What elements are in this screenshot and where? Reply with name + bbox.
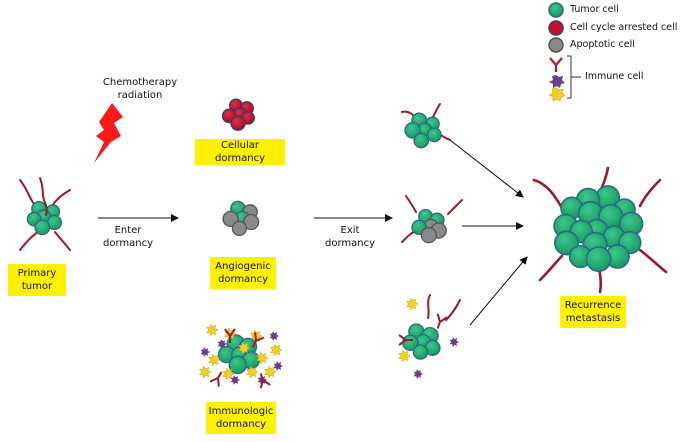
exit-dormancy-label: Exit dormancy bbox=[322, 224, 378, 250]
recurrence-line2: metastasis bbox=[565, 313, 621, 324]
bottom-vessel bbox=[445, 299, 461, 321]
legend-immune-cell-label: Immune cell bbox=[585, 71, 644, 82]
tumor-cell bbox=[34, 219, 51, 236]
tumor-cell bbox=[404, 121, 422, 139]
legend-tumor-cell-label: Tumor cell bbox=[570, 4, 619, 15]
tumor-cell-legend-icon bbox=[548, 2, 564, 18]
angiogenic-dormancy-line1: Angiogenic bbox=[215, 261, 271, 272]
angiogenic-dormancy-cluster bbox=[222, 200, 260, 237]
purple-immune-cell-legend-icon bbox=[549, 75, 565, 88]
immune-legend-bracket bbox=[567, 55, 581, 99]
treatment-label-line2: radiation bbox=[117, 90, 163, 101]
angiogenic-dormancy-line2: dormancy bbox=[217, 274, 269, 285]
apoptotic-cell bbox=[242, 213, 260, 231]
antibody bbox=[398, 334, 413, 346]
antibody bbox=[251, 332, 265, 348]
tumor-cell bbox=[413, 132, 430, 149]
legend bbox=[548, 2, 581, 102]
purple-immune-cell bbox=[273, 361, 283, 371]
enter-dormancy-line2: dormancy bbox=[102, 238, 154, 249]
bottom-vessel bbox=[427, 294, 431, 319]
purple-immune-cell bbox=[449, 337, 459, 347]
primary-vessel bbox=[43, 199, 48, 216]
primary-vessel bbox=[39, 177, 45, 201]
recurrence-line1: Recurrence bbox=[564, 300, 622, 311]
exit-middle-cluster bbox=[411, 208, 447, 244]
large-vessel bbox=[538, 254, 564, 282]
purple-immune-cell bbox=[269, 331, 279, 341]
top-to-metastasis-arrow bbox=[449, 139, 524, 198]
yellow-immune-cell bbox=[238, 341, 251, 355]
tumor-cell bbox=[426, 127, 442, 143]
exit-dormancy-line1: Exit bbox=[340, 225, 360, 236]
tumor-cell bbox=[228, 355, 248, 375]
cellular-dormancy-cluster bbox=[221, 98, 255, 131]
immunologic-dormancy-box: Immunologic dormancy bbox=[206, 402, 276, 434]
yellow-immune-cell bbox=[264, 365, 277, 379]
yellow-immune-cell bbox=[222, 367, 235, 381]
yellow-immune-cell bbox=[206, 323, 219, 337]
immunologic-dormancy-line1: Immunologic bbox=[208, 406, 274, 417]
tumor-cell bbox=[585, 246, 612, 273]
middle-vessel bbox=[447, 199, 463, 215]
large-vessel bbox=[638, 178, 662, 208]
cellular-dormancy-label: Cellular dormancy bbox=[214, 140, 266, 164]
primary-vessel bbox=[51, 189, 71, 207]
large-vessel bbox=[638, 248, 668, 274]
primary-vessel bbox=[19, 231, 39, 251]
exit-top-cluster bbox=[404, 112, 442, 149]
exit-dormancy-line2: dormancy bbox=[324, 238, 376, 249]
yellow-immune-cell bbox=[208, 353, 221, 367]
purple-immune-cell bbox=[413, 369, 423, 379]
antibody bbox=[209, 371, 223, 387]
treatment-label: Chemotherapy radiation bbox=[100, 76, 180, 102]
enter-dormancy-label: Enter dormancy bbox=[100, 224, 156, 250]
yellow-immune-cell bbox=[406, 297, 419, 311]
yellow-immune-cell bbox=[246, 365, 259, 379]
legend-apoptotic-cell-label: Apoptotic cell bbox=[570, 39, 635, 50]
antibody-legend-icon bbox=[549, 57, 563, 72]
apoptotic-cell bbox=[231, 220, 248, 237]
yellow-immune-cell bbox=[256, 351, 269, 365]
yellow-immune-cell-legend-icon bbox=[548, 87, 566, 102]
enter-dormancy-line1: Enter bbox=[114, 225, 142, 236]
purple-immune-cell bbox=[217, 339, 227, 349]
treatment-label-line1: Chemotherapy bbox=[102, 77, 178, 88]
primary-tumor-box: Primary tumor bbox=[8, 264, 66, 296]
exit-bottom-cluster bbox=[402, 323, 441, 360]
arrested-cell-legend-icon bbox=[548, 20, 564, 36]
large-vessel bbox=[532, 178, 564, 210]
immunologic-dormancy-cluster bbox=[217, 334, 260, 375]
recurrence-metastasis-cluster bbox=[553, 185, 644, 273]
antibody bbox=[436, 313, 448, 329]
primary-vessel bbox=[54, 231, 71, 251]
arrested-cell bbox=[230, 115, 246, 131]
antibody bbox=[224, 328, 236, 343]
bottom-to-metastasis-arrow bbox=[469, 256, 528, 326]
yellow-immune-cell bbox=[199, 365, 212, 379]
apoptotic-cell bbox=[420, 226, 437, 244]
recurrence-metastasis-box: Recurrence metastasis bbox=[560, 296, 626, 328]
purple-immune-cell bbox=[230, 375, 240, 385]
antibody bbox=[259, 373, 271, 389]
yellow-immune-cell bbox=[270, 343, 283, 357]
cellular-dormancy-box: Cellular dormancy bbox=[195, 139, 285, 165]
primary-vessel bbox=[19, 179, 36, 206]
lightning-bolt-icon bbox=[94, 103, 123, 163]
apoptotic-cell-legend-icon bbox=[548, 37, 564, 53]
primary-tumor-line2: tumor bbox=[21, 281, 53, 292]
primary-tumor-cluster bbox=[26, 200, 63, 236]
apoptotic-cell bbox=[222, 210, 239, 228]
yellow-immune-cell bbox=[398, 349, 411, 363]
angiogenic-dormancy-box: Angiogenic dormancy bbox=[210, 257, 276, 289]
purple-immune-cell bbox=[200, 347, 210, 357]
tumor-cell bbox=[412, 344, 429, 360]
middle-vessel bbox=[405, 195, 417, 213]
primary-tumor-line1: Primary bbox=[17, 268, 57, 279]
immunologic-dormancy-line2: dormancy bbox=[215, 419, 267, 430]
legend-arrested-cell-label: Cell cycle arrested cell bbox=[570, 22, 678, 33]
